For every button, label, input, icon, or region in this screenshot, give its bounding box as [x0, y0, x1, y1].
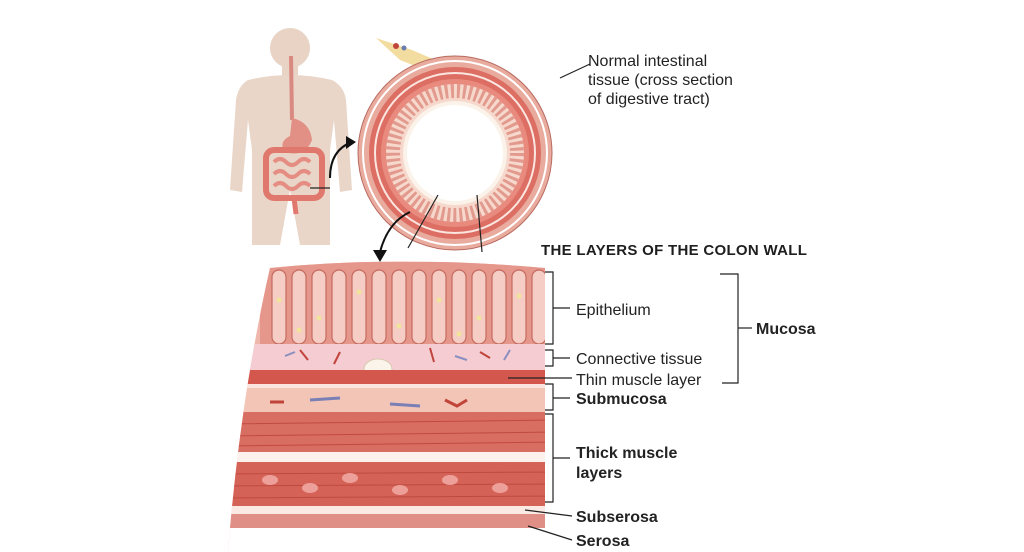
serosa-band — [228, 514, 545, 528]
label-thick-muscle-line-1: Thick muscle — [576, 445, 678, 462]
body-silhouette — [230, 28, 352, 245]
label-epithelium: Epithelium — [576, 302, 651, 319]
colon-wall-detail — [228, 261, 545, 552]
caption-line-3: of digestive tract) — [588, 91, 710, 108]
thin-muscle-band — [228, 370, 545, 384]
arrow-to-wall-detail — [379, 211, 411, 253]
label-thick-muscle-line-2: layers — [576, 465, 623, 482]
caption-line-1: Normal intestinal — [588, 53, 708, 70]
label-mucosa: Mucosa — [756, 321, 816, 338]
cross-section-caption: Normal intestinal tissue (cross section … — [588, 52, 733, 109]
epithelium-crypts — [260, 262, 545, 345]
label-thin-muscle-layer: Thin muscle layer — [576, 372, 702, 389]
label-subserosa: Subserosa — [576, 509, 658, 526]
label-submucosa: Submucosa — [576, 391, 667, 408]
cross-section-ring — [357, 38, 553, 253]
label-serosa: Serosa — [576, 533, 630, 550]
submucosa-band — [228, 388, 545, 412]
thick-muscle-band — [228, 412, 545, 506]
subserosa-band — [228, 506, 545, 514]
diagram-title: THE LAYERS OF THE COLON WALL — [541, 242, 808, 259]
label-brackets — [508, 271, 752, 541]
caption-line-2: tissue (cross section — [588, 72, 733, 89]
label-connective-tissue: Connective tissue — [576, 351, 703, 368]
